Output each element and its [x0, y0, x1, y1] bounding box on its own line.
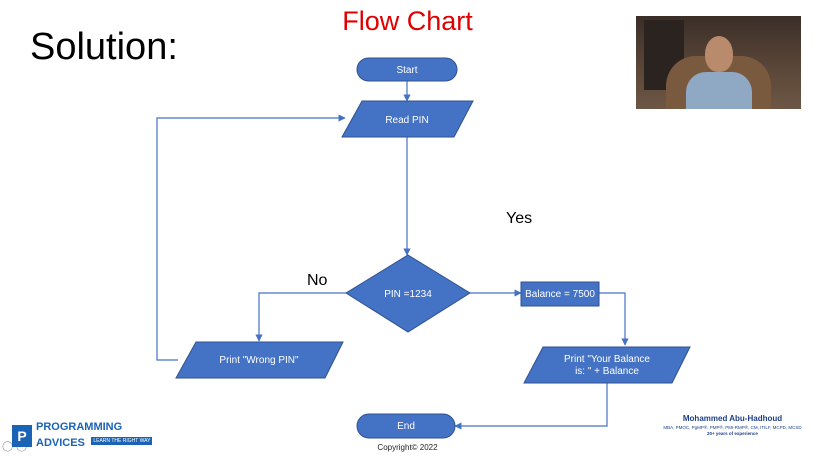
- print-wrong-pin-label: Print "Wrong PIN": [219, 355, 299, 366]
- read-pin-label: Read PIN: [385, 115, 428, 126]
- logo-tagline: LEARN THE RIGHT WAY: [91, 437, 153, 446]
- connector-wrong-loop: [156, 114, 346, 361]
- no-branch-label: No: [307, 272, 328, 289]
- author-credentials: MBA, PMOC, PgMP®, PMP®, PMI-RMP®, CM, IT…: [663, 425, 802, 430]
- author-experience: 20+ years of experience: [707, 431, 758, 436]
- connector-decision-wrong: [255, 292, 346, 342]
- programming-advices-logo: P PROGRAMMING ADVICES LEARN THE RIGHT WA…: [12, 420, 153, 451]
- webcam-presenter-body: [686, 72, 752, 109]
- logo-brand-2: ADVICES: [36, 436, 85, 449]
- webcam-presenter-head: [705, 36, 733, 72]
- print-balance-node: Print "Your Balance is: " + Balance: [523, 346, 691, 384]
- start-label: Start: [396, 65, 417, 76]
- yes-branch-label: Yes: [506, 210, 533, 227]
- balance-assign-label: Balance = 7500: [525, 289, 595, 300]
- connector-print-end: [454, 383, 608, 430]
- copyright: Copyright© 2022: [377, 443, 438, 452]
- author-name: Mohammed Abu-Hadhoud: [682, 414, 783, 423]
- logo-brand: PROGRAMMING: [36, 420, 123, 433]
- presenter-webcam: [636, 16, 801, 109]
- end-label: End: [397, 421, 415, 432]
- decision-label: PIN =1234: [384, 289, 432, 300]
- logo-text: PROGRAMMING ADVICES LEARN THE RIGHT WAY: [32, 420, 153, 451]
- print-balance-label-line2: is: " + Balance: [575, 366, 639, 377]
- print-wrong-pin-node: Print "Wrong PIN": [175, 341, 344, 379]
- slide-title: Flow Chart: [342, 6, 473, 36]
- connector-balance-print: [599, 292, 629, 346]
- balance-assign-node: Balance = 7500: [520, 281, 600, 307]
- decision-node: PIN =1234: [345, 254, 471, 333]
- read-pin-node: Read PIN: [341, 100, 474, 138]
- logo-mark-icon: P: [12, 425, 32, 447]
- print-balance-label-line1: Print "Your Balance: [564, 354, 650, 365]
- author-block: Mohammed Abu-Hadhoud MBA, PMOC, PgMP®, P…: [660, 414, 805, 436]
- solution-heading: Solution:: [30, 26, 178, 68]
- end-node: End: [356, 413, 456, 439]
- start-node: Start: [356, 57, 458, 82]
- video-control-icon[interactable]: ◯: [2, 441, 14, 452]
